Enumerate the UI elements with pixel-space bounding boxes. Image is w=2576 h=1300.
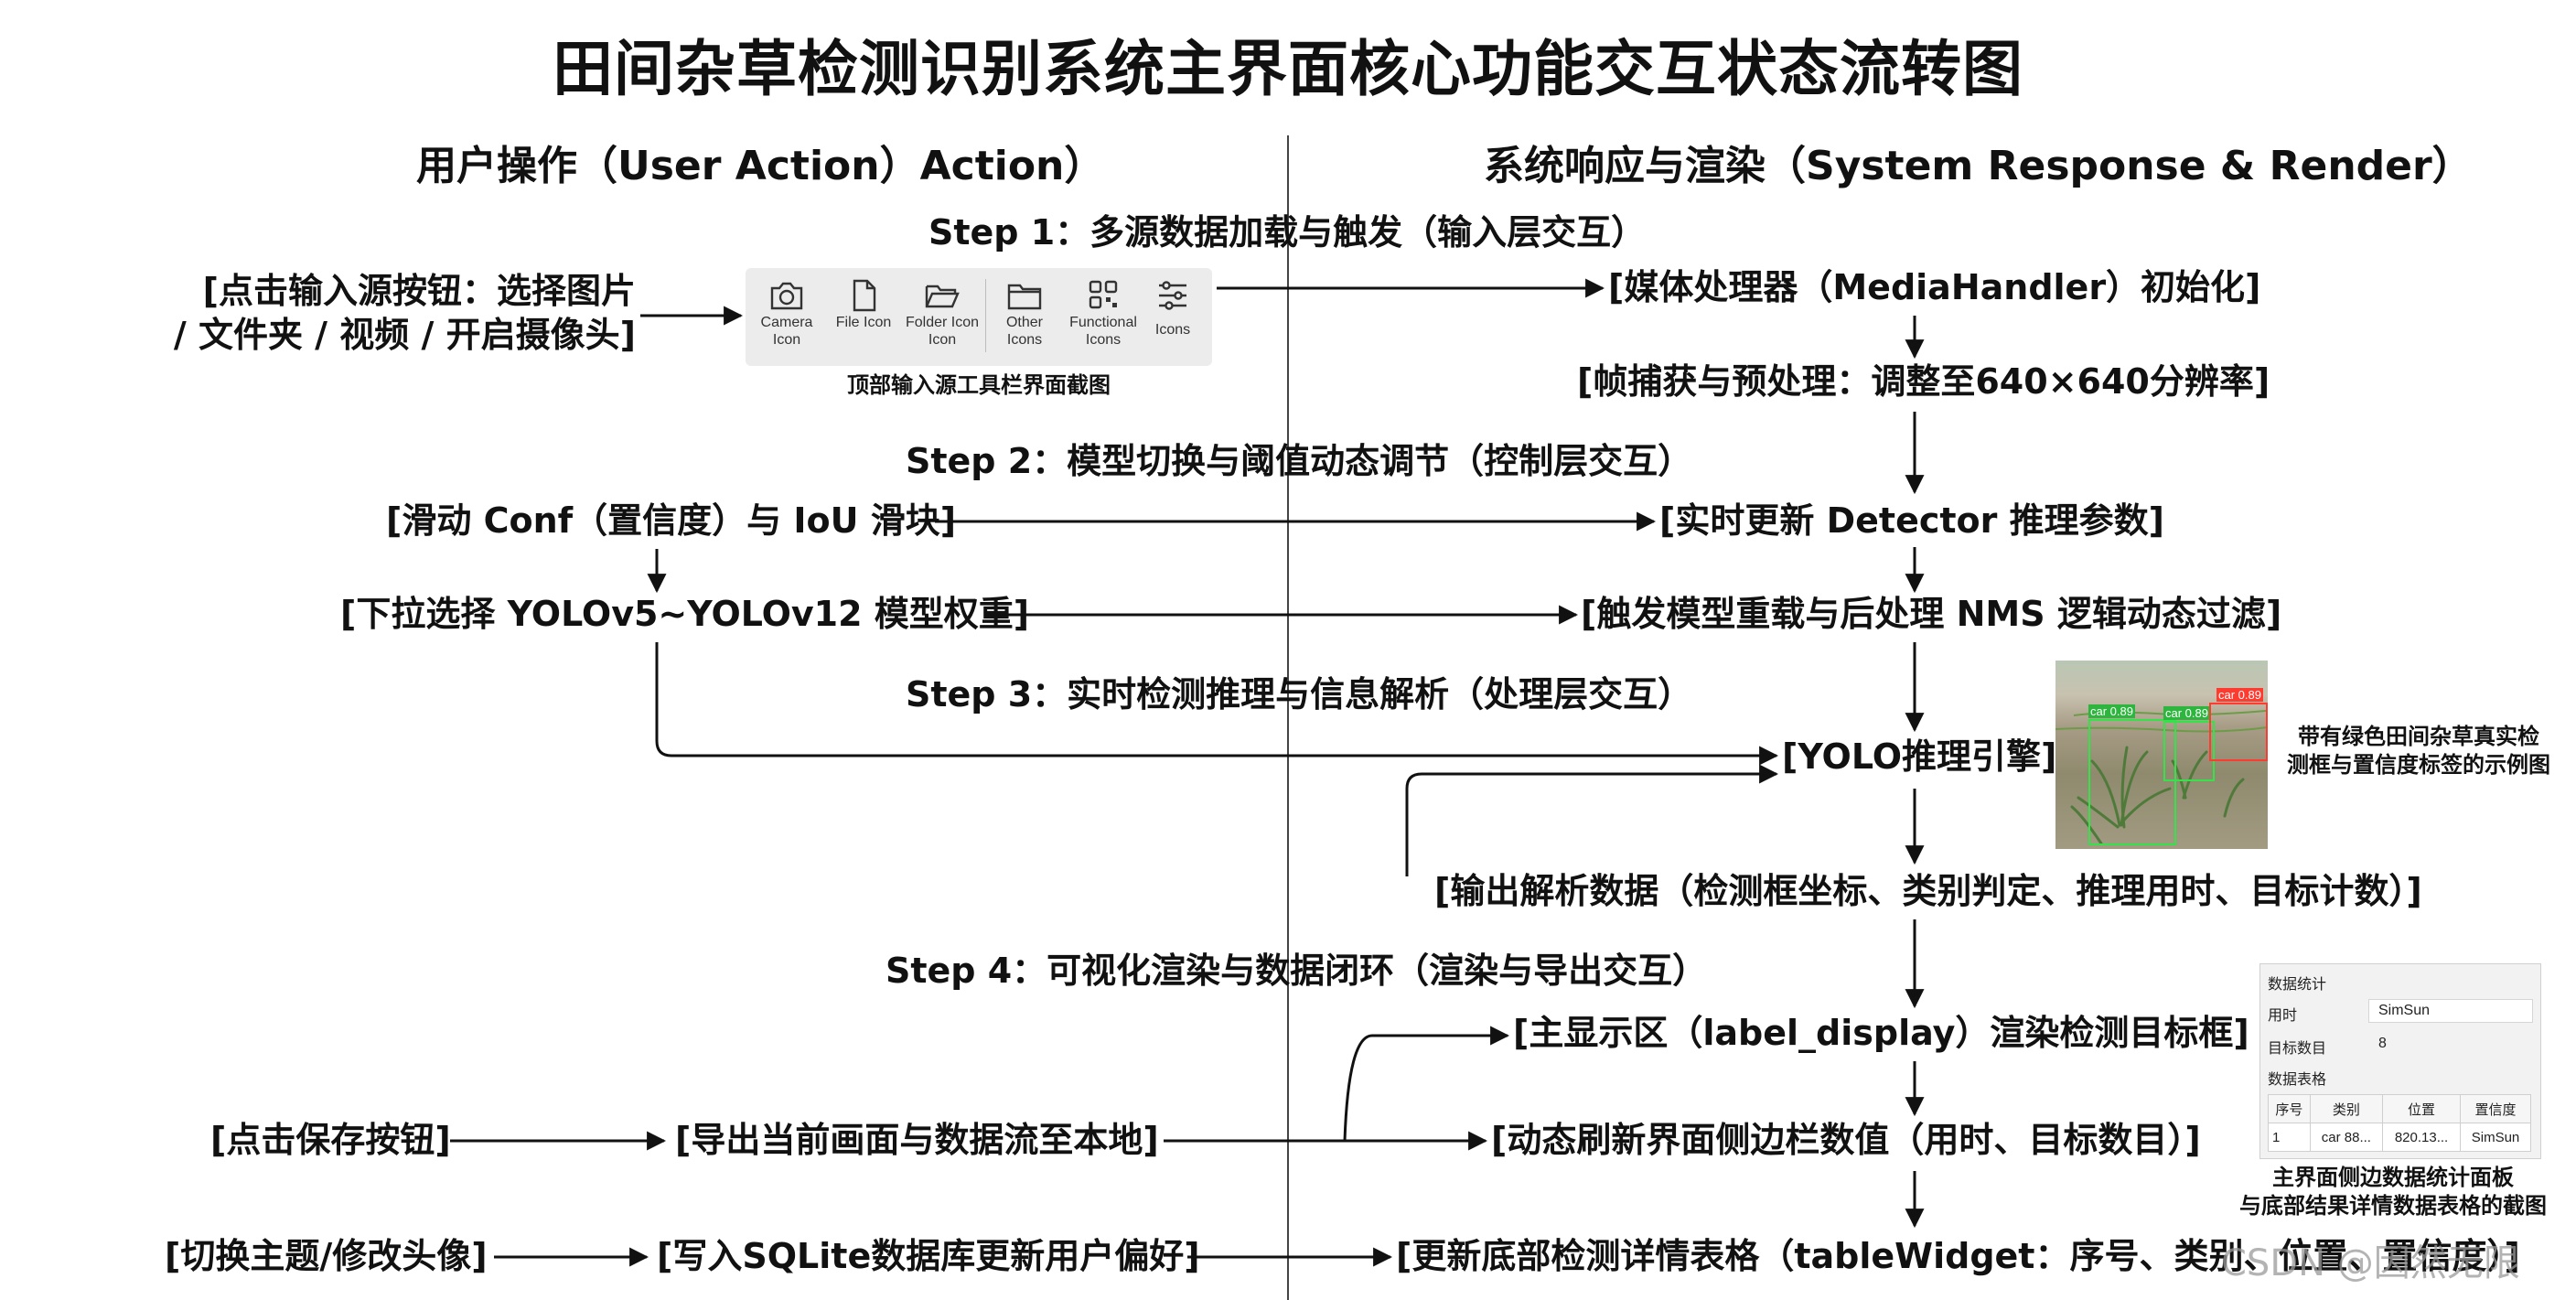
functional-grid-icon <box>1084 277 1122 314</box>
model-select-action: [下拉选择 YOLOv5~YOLOv12 模型权重] <box>340 593 1029 637</box>
folder-outline-icon <box>1005 277 1044 314</box>
toolbar-other-item[interactable]: Other Icons <box>985 277 1064 349</box>
parse-output-node: [输出解析数据（检测框坐标、类别判定、推理用时、目标计数）] <box>1434 870 2422 914</box>
example-image-caption-line1: 带有绿色田间杂草真实检 <box>2272 723 2565 751</box>
main-display-node: [主显示区（label_display）渲染检测目标框] <box>1513 1012 2249 1056</box>
count-value: 8 <box>2368 1032 2533 1056</box>
step-3-heading: Step 3：实时检测推理与信息解析（处理层交互） <box>906 666 1692 716</box>
table-cell: SimSun <box>2461 1123 2531 1152</box>
toolbar-functional-label-2: Icons <box>1064 331 1143 349</box>
toolbar-settings-item[interactable]: Icons <box>1133 277 1212 338</box>
count-label: 目标数目 <box>2268 1036 2326 1058</box>
detector-update-node: [实时更新 Detector 推理参数] <box>1659 500 2164 543</box>
table-header-cell: 位置 <box>2382 1095 2460 1123</box>
toolbar-functional-label: Functional <box>1064 314 1143 331</box>
stats-panel-screenshot: 数据统计 用时 SimSun 目标数目 8 数据表格 序号 类别 位置 置信度 … <box>2259 963 2541 1159</box>
toolbar-folder-label-2: Icon <box>903 331 982 349</box>
media-handler-node: [媒体处理器（MediaHandler）初始化] <box>1608 266 2260 310</box>
detection-label-c: car 0.89 <box>2216 688 2263 702</box>
export-action: [导出当前画面与数据流至本地] <box>675 1119 1159 1163</box>
example-image-caption: 带有绿色田间杂草真实检 测框与置信度标签的示例图 <box>2272 723 2565 779</box>
toolbar-folder-item[interactable]: Folder Icon Icon <box>903 277 982 349</box>
sqlite-action: [写入SQLite数据库更新用户偏好] <box>657 1235 1200 1279</box>
table-cell: car 88... <box>2310 1123 2382 1152</box>
save-click-action: [点击保存按钮] <box>210 1119 451 1163</box>
toolbar-folder-label: Folder Icon <box>903 314 982 331</box>
step-2-heading: Step 2：模型切换与阈值动态调节（控制层交互） <box>906 433 1692 483</box>
folder-icon <box>923 277 961 314</box>
toolbar-settings-label: Icons <box>1133 321 1212 338</box>
stats-panel-caption: 主界面侧边数据统计面板 与底部结果详情数据表格的截图 <box>2217 1164 2569 1220</box>
input-source-toolbar-screenshot: Camera Icon File Icon Folder Icon Icon O… <box>746 268 1212 366</box>
sidebar-refresh-node: [动态刷新界面侧边栏数值（用时、目标数目）] <box>1491 1119 2201 1163</box>
detection-label-a: car 0.89 <box>2088 704 2135 718</box>
model-reload-node: [触发模型重载与后处理 NMS 逻辑动态过滤] <box>1581 593 2281 637</box>
toolbar-camera-item[interactable]: Camera Icon <box>747 277 826 349</box>
step-4-heading: Step 4：可视化渲染与数据闭环（渲染与导出交互） <box>886 942 1707 993</box>
table-header-cell: 置信度 <box>2461 1095 2531 1123</box>
table-cell: 1 <box>2269 1123 2311 1152</box>
input-source-action-line2: / 文件夹 / 视频 / 开启摄像头] <box>146 314 636 358</box>
toolbar-other-label: Other <box>985 314 1064 331</box>
yolo-engine-node: [YOLO推理引擎] <box>1782 736 2056 779</box>
detection-box-b <box>2163 721 2215 781</box>
table-header-row: 序号 类别 位置 置信度 <box>2269 1095 2531 1123</box>
table-header-cell: 序号 <box>2269 1095 2311 1123</box>
step-1-heading: Step 1：多源数据加载与触发（输入层交互） <box>928 204 1646 254</box>
time-value: SimSun <box>2368 999 2533 1023</box>
time-label: 用时 <box>2268 1003 2297 1025</box>
theme-action: [切换主题/修改头像] <box>165 1235 488 1279</box>
stats-panel-caption-line2: 与底部结果详情数据表格的截图 <box>2217 1192 2569 1220</box>
camera-icon <box>767 277 806 314</box>
weed-detection-example-image: car 0.89 car 0.89 car 0.89 <box>2055 661 2268 849</box>
slider-action: [滑动 Conf（置信度）与 IoU 滑块] <box>386 500 956 543</box>
toolbar-file-label: File Icon <box>824 314 903 331</box>
file-icon <box>844 277 883 314</box>
toolbar-camera-label-2: Icon <box>747 331 826 349</box>
table-section-title: 数据表格 <box>2268 1067 2326 1089</box>
frame-preprocess-node: [帧捕获与预处理：调整至640×640分辨率] <box>1577 360 2270 404</box>
toolbar-other-label-2: Icons <box>985 331 1064 349</box>
table-cell: 820.13... <box>2382 1123 2460 1152</box>
result-table: 序号 类别 位置 置信度 1 car 88... 820.13... SimSu… <box>2268 1094 2531 1152</box>
toolbar-camera-label: Camera <box>747 314 826 331</box>
stats-section-title: 数据统计 <box>2268 972 2326 994</box>
table-row[interactable]: 1 car 88... 820.13... SimSun <box>2269 1123 2531 1152</box>
input-source-action-line1: [点击输入源按钮：选择图片 <box>146 270 636 314</box>
toolbar-file-item[interactable]: File Icon <box>824 277 903 331</box>
watermark: CSDN @因然无限 <box>2221 1233 2520 1286</box>
toolbar-functional-item[interactable]: Functional Icons <box>1064 277 1143 349</box>
stats-panel-caption-line1: 主界面侧边数据统计面板 <box>2217 1164 2569 1192</box>
example-image-caption-line2: 测框与置信度标签的示例图 <box>2272 751 2565 779</box>
input-source-action: [点击输入源按钮：选择图片 / 文件夹 / 视频 / 开启摄像头] <box>146 270 636 357</box>
detection-label-b: car 0.89 <box>2163 706 2210 720</box>
table-header-cell: 类别 <box>2310 1095 2382 1123</box>
toolbar-caption: 顶部输入源工具栏界面截图 <box>746 371 1212 400</box>
detection-box-c <box>2209 703 2268 761</box>
sliders-icon <box>1154 277 1192 314</box>
